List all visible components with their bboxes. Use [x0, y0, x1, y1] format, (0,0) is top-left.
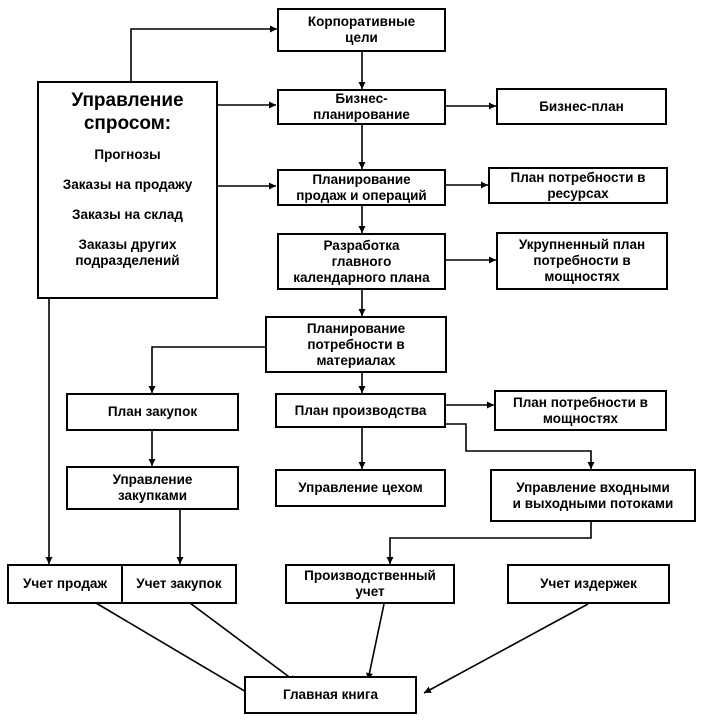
resource-requirements-plan-box: План потребности в ресурсах: [488, 167, 668, 204]
production-plan-box: План производства: [275, 393, 446, 428]
demand-item-sales-orders: Заказы на продажу: [62, 177, 193, 192]
corporate-goals-box: Корпоративные цели: [277, 8, 446, 52]
purchasing-management-box: Управление закупками: [66, 466, 239, 510]
capacity-requirements-plan-box: План потребности в мощностях: [494, 390, 667, 431]
demand-item-stock-orders: Заказы на склад: [72, 207, 183, 222]
demand-item-forecasts: Прогнозы: [94, 147, 161, 162]
master-schedule-box: Разработка главного календарного плана: [277, 233, 446, 290]
arrow-sales-acct-to-ledger: [95, 602, 259, 700]
material-requirements-planning-box: Планирование потребности в материалах: [265, 316, 447, 373]
cost-accounting-box: Учет издержек: [507, 564, 670, 604]
demand-item-interdivision-orders: Заказы других подразделений: [75, 237, 180, 268]
arrow-production-plan-to-io-control: [446, 423, 595, 469]
sales-accounting-box: Учет продаж: [7, 564, 123, 604]
arrow-demand-to-corp-goals: [130, 25, 277, 82]
demand-management-box: Управление спросом: Прогнозы Заказы на п…: [37, 81, 218, 299]
arrow-cost-acct-to-ledger: [423, 603, 589, 694]
sales-operations-planning-box: Планирование продаж и операций: [277, 169, 446, 206]
business-planning-box: Бизнес- планирование: [277, 89, 446, 125]
arrow-production-acct-to-ledger: [366, 603, 385, 681]
purchase-accounting-box: Учет закупок: [121, 564, 237, 604]
arrow-mrp-to-purchase-plan: [148, 346, 265, 393]
arrow-purchase-acct-to-ledger: [189, 602, 297, 683]
rough-cut-capacity-plan-box: Укрупненный план потребности в мощностях: [496, 232, 668, 290]
production-accounting-box: Производственный учет: [285, 564, 455, 604]
purchase-plan-box: План закупок: [66, 393, 239, 431]
demand-management-title: Управление спросом:: [71, 90, 184, 134]
arrow-io-control-to-production-acct: [386, 521, 592, 564]
general-ledger-box: Главная книга: [244, 676, 417, 714]
input-output-control-box: Управление входными и выходными потоками: [490, 469, 696, 522]
business-plan-box: Бизнес-план: [496, 88, 667, 125]
shop-floor-control-box: Управление цехом: [275, 469, 446, 507]
